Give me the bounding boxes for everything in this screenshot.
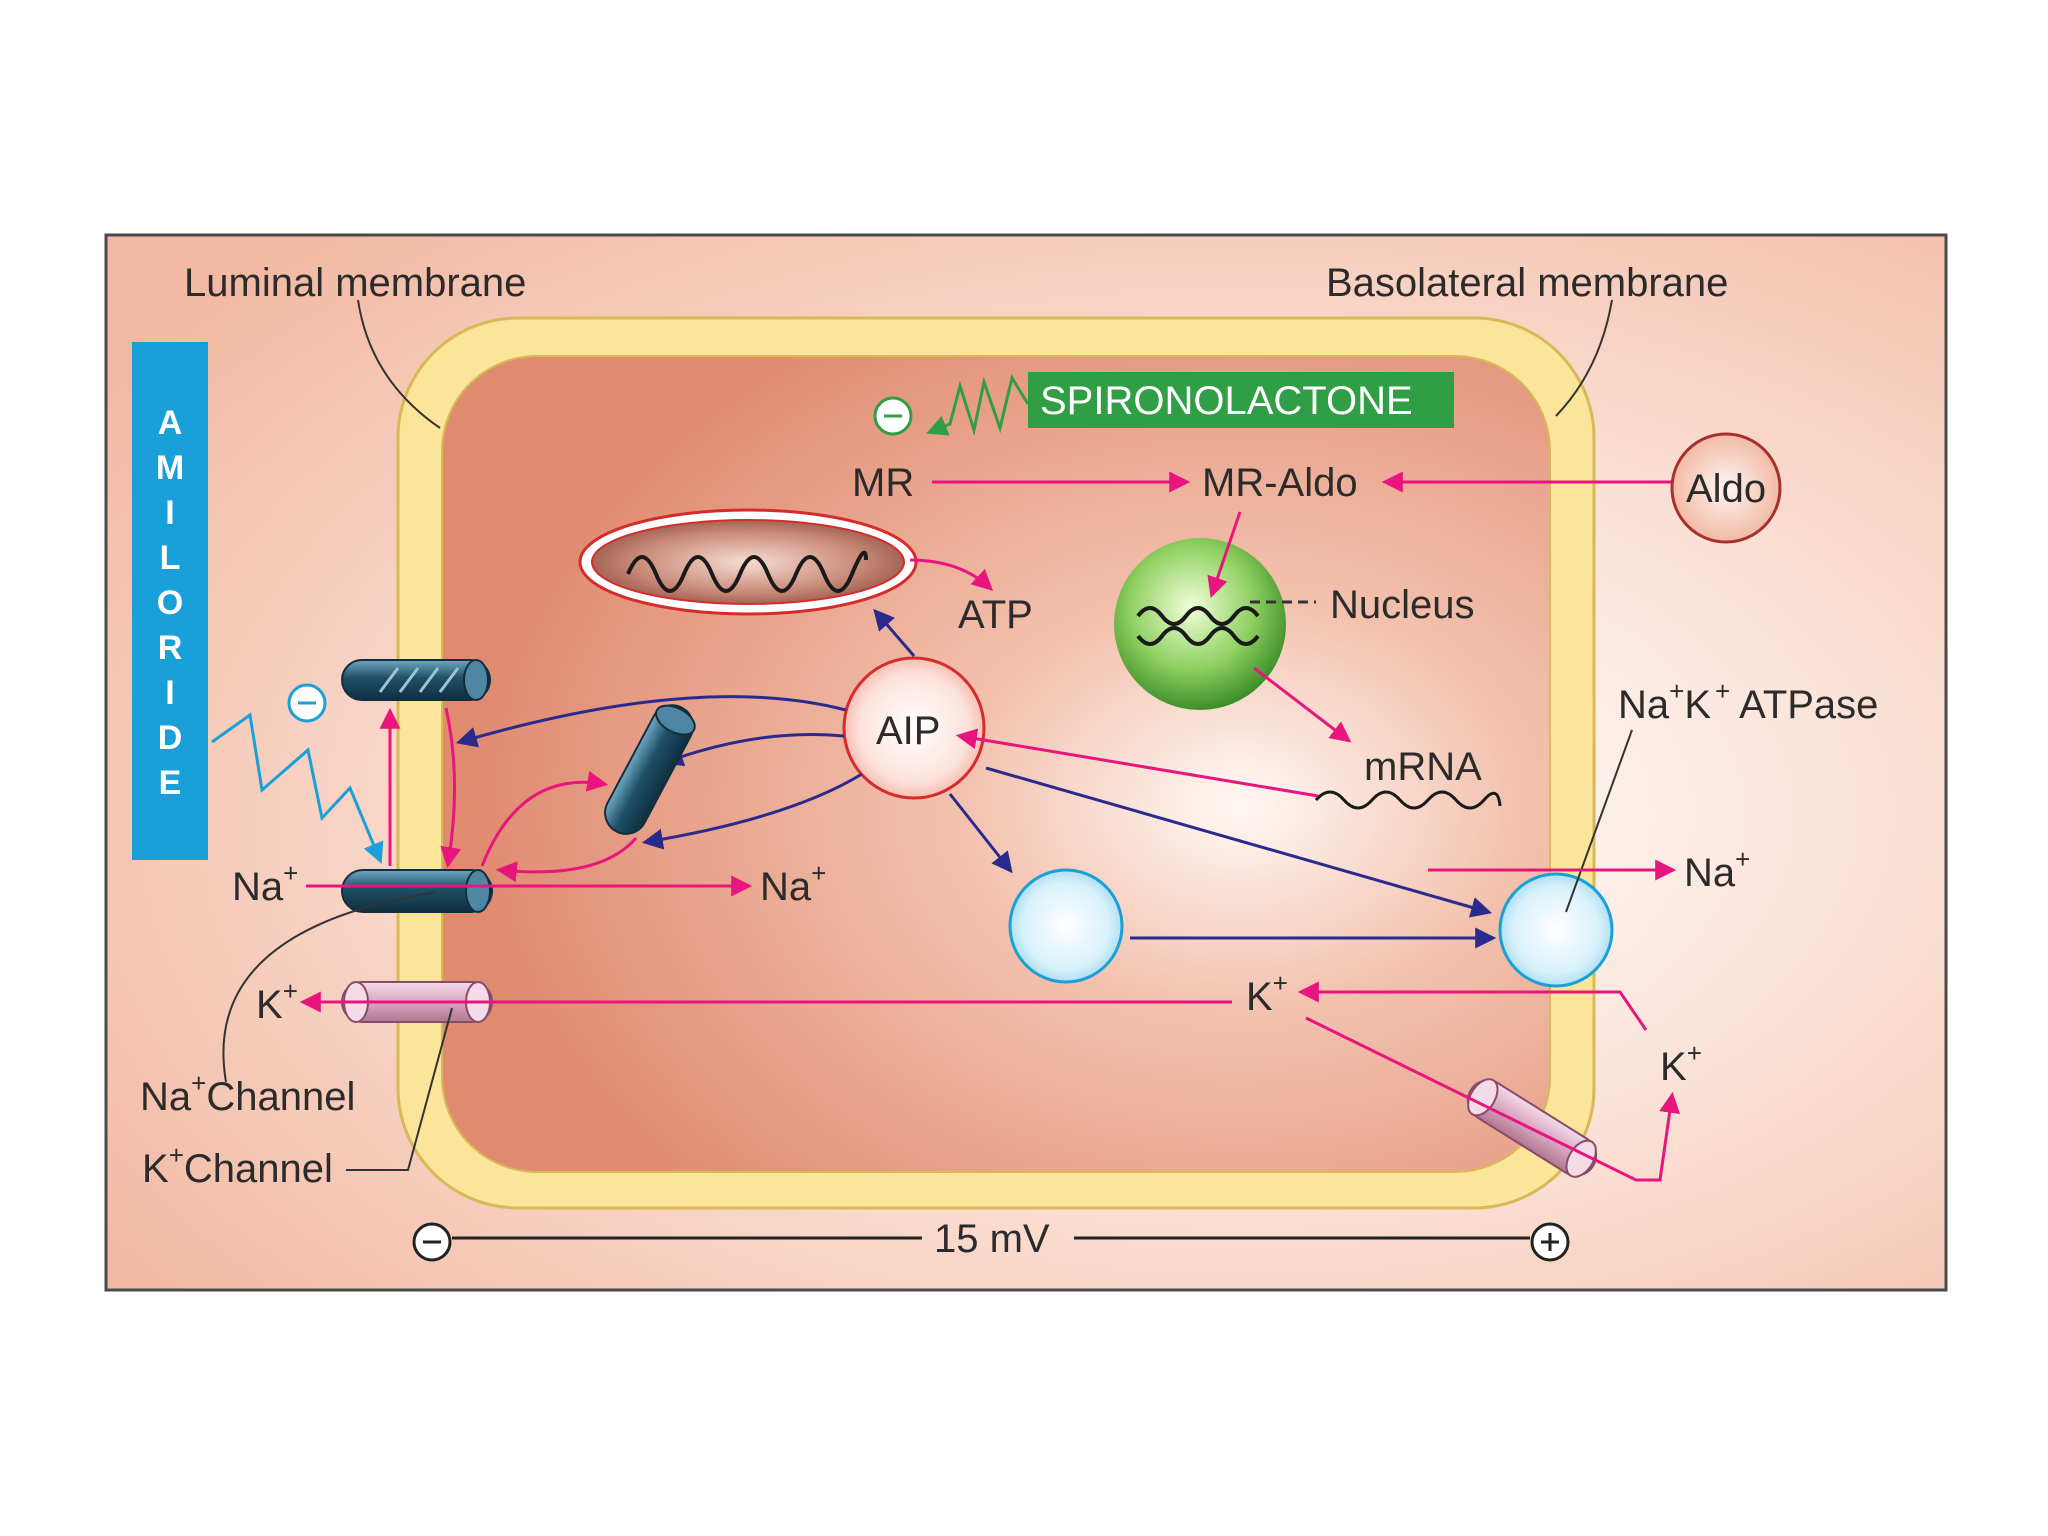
na-channel-pointer xyxy=(222,891,437,1083)
k-cyto-label: K+ xyxy=(1246,968,1288,1019)
spironolactone-inhibition-arrow xyxy=(926,374,1030,436)
na-channel-icon xyxy=(341,869,493,913)
top-channel-down-arrow xyxy=(440,707,462,869)
k-channel-label: K+Channel xyxy=(142,1140,333,1191)
aip-circle xyxy=(842,656,986,800)
aip-to-atpase-arrow xyxy=(985,766,1493,918)
mraldo-to-nucleus-arrow xyxy=(1207,511,1242,598)
amiloride-letter: D xyxy=(158,719,183,757)
k-in-basolateral-arrow xyxy=(1297,981,1648,1031)
spironolactone-label: SPIRONOLACTONE xyxy=(1040,379,1413,423)
atpase-vesicle-icon xyxy=(1498,872,1614,988)
voltage-label: 15 mV xyxy=(934,1217,1050,1261)
amiloride-bar xyxy=(132,342,208,860)
aip-to-mito-arrow xyxy=(873,608,916,657)
nucleus-to-mrna-arrow xyxy=(1253,666,1352,743)
mrna-strand xyxy=(1314,790,1502,810)
na-basolateral-label: Na+ xyxy=(1684,844,1750,895)
mito-to-atp-arrow xyxy=(909,558,994,591)
amiloride-letter: O xyxy=(157,584,183,622)
aip-to-top-channel-arrow xyxy=(455,695,847,748)
amiloride-letter: A xyxy=(158,404,183,442)
top-na-channel-icon xyxy=(341,659,491,701)
cytoplasmic-to-channel-arrow xyxy=(495,837,638,883)
basolateral-membrane-label: Basolateral membrane xyxy=(1326,261,1728,305)
nucleus-label: Nucleus xyxy=(1330,583,1475,627)
channel-to-cytoplasmic-arrow xyxy=(480,770,609,867)
mr-label: MR xyxy=(852,461,914,505)
amiloride-letter: L xyxy=(160,539,181,577)
aip-to-vesicle-arrow xyxy=(948,793,1013,874)
mrna-label: mRNA xyxy=(1364,745,1482,789)
k-luminal-label: K+ xyxy=(256,976,298,1027)
mitochondrion-icon xyxy=(578,508,918,616)
aldo-circle xyxy=(1670,432,1782,544)
atp-label: ATP xyxy=(958,593,1033,637)
dna-helix-icon xyxy=(1136,606,1260,646)
mr-aldo-label: MR-Aldo xyxy=(1202,461,1358,505)
amiloride-inhibition-arrow xyxy=(211,712,384,864)
amiloride-letter: I xyxy=(165,494,174,532)
aldo-label: Aldo xyxy=(1686,467,1766,511)
na-luminal-label: Na+ xyxy=(232,858,298,909)
k-basolateral-label: K+ xyxy=(1660,1038,1702,1089)
nucleus-icon xyxy=(1114,538,1286,710)
cytoplasmic-channel-icon xyxy=(604,704,696,835)
spironolactone-box xyxy=(1028,372,1454,428)
na-k-atpase-label: Na+K+ ATPase xyxy=(1618,676,1878,727)
k-channel-pointer xyxy=(346,1007,453,1171)
basolateral-membrane-pointer xyxy=(1555,299,1613,417)
aip-label: AIP xyxy=(876,709,940,753)
aip-to-channel-lower-arrow xyxy=(641,772,863,850)
mrna-to-aip-arrow xyxy=(955,728,1319,798)
amiloride-letter: M xyxy=(156,449,184,487)
luminal-membrane-pointer xyxy=(357,299,441,429)
atpase-pointer xyxy=(1565,729,1633,913)
k-out-basolateral-arrow xyxy=(1305,1016,1681,1182)
amiloride-letter: R xyxy=(158,629,183,667)
amiloride-letter: I xyxy=(165,674,174,712)
luminal-membrane-label: Luminal membrane xyxy=(184,261,526,305)
na-channel-label: Na+Channel xyxy=(140,1068,355,1119)
aip-to-cytoplasmic-channel-arrow xyxy=(662,733,845,767)
amiloride-letter: E xyxy=(159,764,182,802)
vesicle-icon xyxy=(1008,868,1124,984)
na-cyto-label: Na+ xyxy=(760,858,826,909)
